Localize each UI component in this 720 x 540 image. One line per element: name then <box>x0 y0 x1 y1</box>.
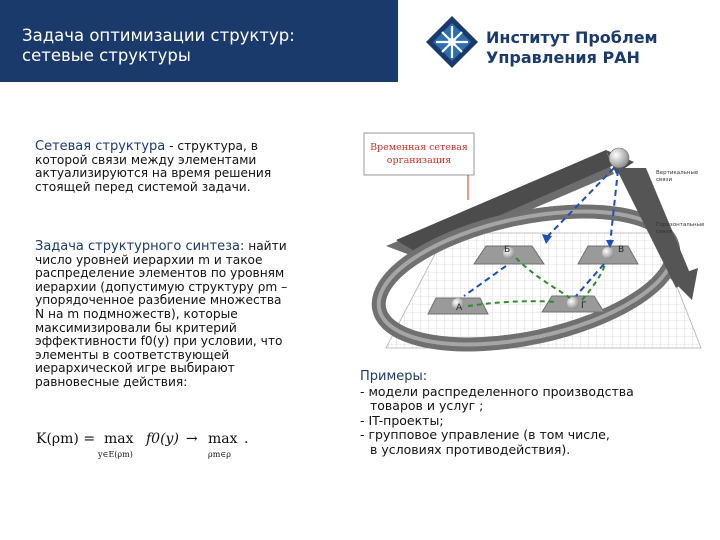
synthesis-term: Задача структурного синтеза: <box>35 239 245 254</box>
synthesis-text-7: максимизировали бы критерий <box>35 320 237 335</box>
formula-sub2: ρm∈ρ <box>208 450 231 459</box>
node-label-v: В <box>618 245 624 255</box>
vertical-link-2 <box>609 169 619 245</box>
definition-text-1: - структура, в <box>169 139 258 153</box>
right-thick-arrow <box>616 168 692 288</box>
network-org-box <box>363 132 475 176</box>
optimization-formula: K(ρm) = max y∈E(ρm) f0(y) → max ρm∈ρ . <box>36 431 248 459</box>
examples-title: Примеры: <box>360 369 428 384</box>
definition-text-4: стоящей перед системой задачи. <box>35 179 251 194</box>
node-ball-b <box>503 247 515 259</box>
synthesis-text-1: найти <box>248 239 287 253</box>
right-arrow-head <box>670 268 698 300</box>
synthesis-text-6: N на m подмножеств), которые <box>35 306 238 321</box>
node-label-b: Б <box>504 245 510 255</box>
examples-block: Примеры: - модели распределенного произв… <box>360 369 710 457</box>
synthesis-text-9: элементы в соответствующей <box>35 347 230 362</box>
vertical-arrow-head-2 <box>606 240 614 248</box>
synthesis-text-3: распределение элементов по уровням <box>35 266 285 281</box>
slide-title: Задача оптимизации структур: сетевые стр… <box>22 26 295 66</box>
network-org-title-2: организация <box>387 155 451 166</box>
slide-title-line1: Задача оптимизации структур: <box>22 26 295 45</box>
horizontal-links-label-2: связи <box>656 229 672 235</box>
big-diagonal-arrow <box>396 150 612 252</box>
synthesis-text-10: иерархической игре выбирают <box>35 361 235 376</box>
synthesis-text-2: число уровней иерархии m и такое <box>35 252 263 267</box>
node-ball-v <box>602 247 614 259</box>
slide-title-line2: сетевые структуры <box>22 46 191 65</box>
definition-text-2: которой связи между элементами <box>35 152 257 167</box>
top-node-ball <box>608 147 630 169</box>
definition-text-3: актуализируются на время решения <box>35 166 272 181</box>
definition-term: Сетевая структура <box>35 139 166 154</box>
institute-name-line1: Институт Проблем <box>486 28 658 47</box>
example-item-3: - групповое управление (в том числе, <box>360 427 610 442</box>
node-label-g: Г <box>581 301 587 311</box>
example-item-2: - IT-проекты; <box>360 412 444 428</box>
formula-sub1: y∈E(ρm) <box>97 450 133 459</box>
vertical-link-1 <box>545 167 615 239</box>
vertical-arrow-head-1 <box>542 234 552 244</box>
horizontal-link-3 <box>581 261 607 301</box>
vertical-links-label-2: связи <box>656 177 672 183</box>
definition-paragraph: Сетевая структура - структура, в которой… <box>35 139 325 194</box>
formula-max2: max <box>208 431 238 447</box>
example-item-1: - модели распределенного производства <box>360 383 634 399</box>
node-ball-a <box>452 298 464 310</box>
vertical-links-label-1: Вертикальные <box>656 170 699 176</box>
example-item-3-cont: в условиях противодействия). <box>370 441 571 457</box>
synthesis-text-5: упорядоченное разбиение множества <box>35 293 282 308</box>
synthesis-text-8: эффективности f0(y) при условии, что <box>35 334 283 349</box>
horizontal-links-label-1: Горизонтальные <box>656 222 705 228</box>
synthesis-paragraph: Задача структурного синтеза: найти число… <box>35 239 325 390</box>
institute-name: Институт Проблем Управления РАН <box>486 28 658 68</box>
formula-lhs: K(ρm) = <box>36 431 95 447</box>
vertical-link-3 <box>575 263 605 297</box>
node-ball-g <box>567 297 579 309</box>
institute-logo-icon <box>426 16 478 68</box>
network-org-title-1: Временная сетевая <box>370 142 468 153</box>
vertical-link-4 <box>463 265 507 297</box>
horizontal-link-1 <box>515 257 571 299</box>
formula-dot: . <box>244 431 248 447</box>
synthesis-text-11: равновесные действия: <box>35 374 188 389</box>
institute-name-line2: Управления РАН <box>486 48 640 67</box>
formula-max1: max <box>104 431 134 447</box>
example-item-1-cont: товаров и услуг ; <box>370 398 484 413</box>
synthesis-text-4: иерархии (допустимую структуру ρm – <box>35 279 288 294</box>
formula-arrow: → <box>186 431 198 447</box>
formula-f0: f0(y) <box>145 431 179 447</box>
node-label-a: A <box>456 303 463 313</box>
network-structure-diagram: Временная сетевая организация Б В A Г <box>363 132 705 352</box>
header-banner <box>0 0 398 82</box>
